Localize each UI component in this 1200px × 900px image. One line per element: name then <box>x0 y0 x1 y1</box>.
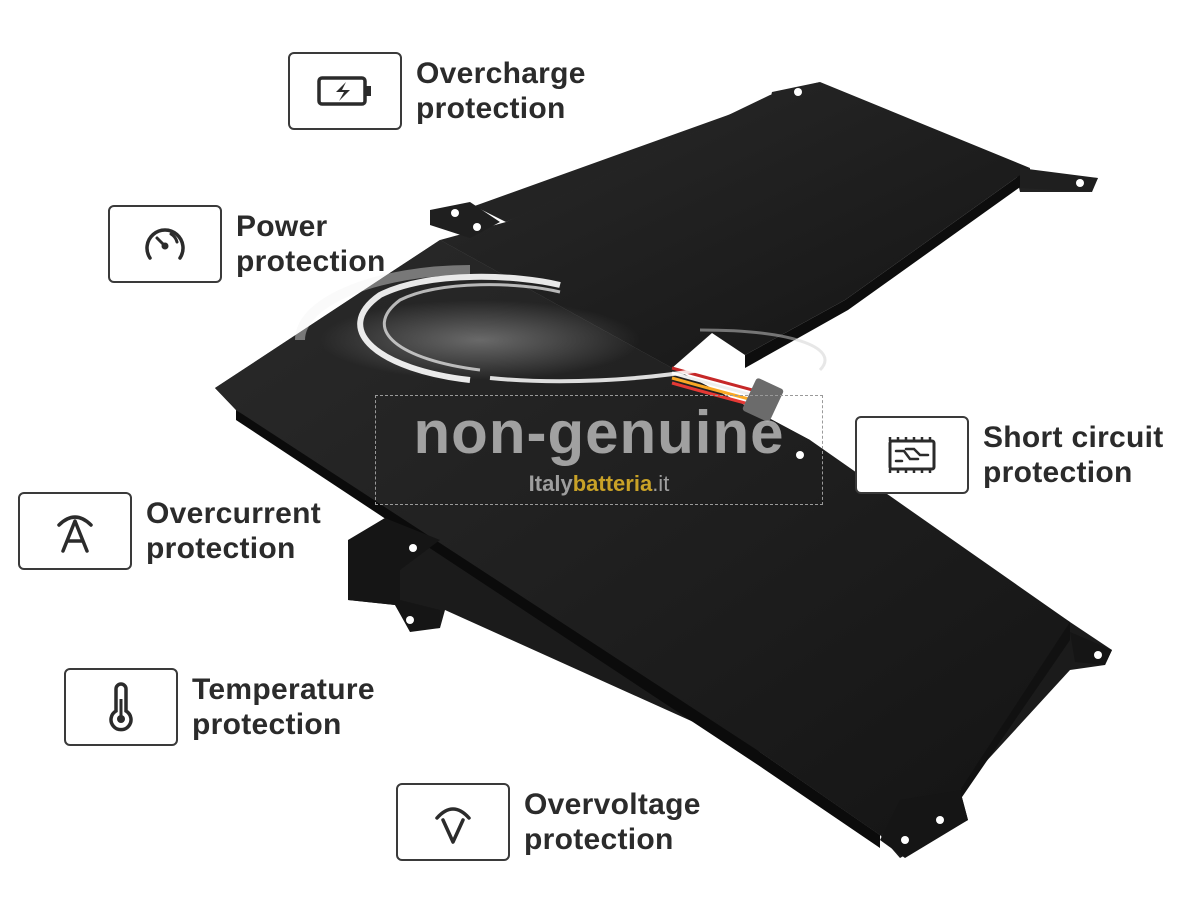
feature-overcurrent: Overcurrent protection <box>18 492 321 570</box>
ampere-icon <box>18 492 132 570</box>
watermark: non-genuine Italybatteria.it <box>375 395 823 505</box>
gauge-icon <box>108 205 222 283</box>
feature-label: Short circuit protection <box>983 421 1164 489</box>
connector-cable <box>671 366 784 422</box>
feature-power: Power protection <box>108 205 386 283</box>
feature-overcharge: Overcharge protection <box>288 52 586 130</box>
lower-cell-block <box>215 240 1112 858</box>
feature-label: Overvoltage protection <box>524 788 701 856</box>
voltage-icon <box>396 783 510 861</box>
brand-logo: Italybatteria.it <box>528 471 670 496</box>
feature-label: Temperature protection <box>192 673 375 741</box>
feature-label: Overcharge protection <box>416 57 586 125</box>
feature-temperature: Temperature protection <box>64 668 375 746</box>
protection-glow-swirl <box>295 265 827 384</box>
upper-cell-block <box>430 82 1098 368</box>
battery-charging-icon <box>288 52 402 130</box>
feature-overvoltage: Overvoltage protection <box>396 783 701 861</box>
feature-label: Power protection <box>236 210 386 278</box>
feature-label: Overcurrent protection <box>146 497 322 565</box>
feature-short-circuit: Short circuit protection <box>855 416 1164 494</box>
circuit-board-icon <box>855 416 969 494</box>
watermark-text: non-genuine <box>413 399 785 466</box>
thermometer-icon <box>64 668 178 746</box>
